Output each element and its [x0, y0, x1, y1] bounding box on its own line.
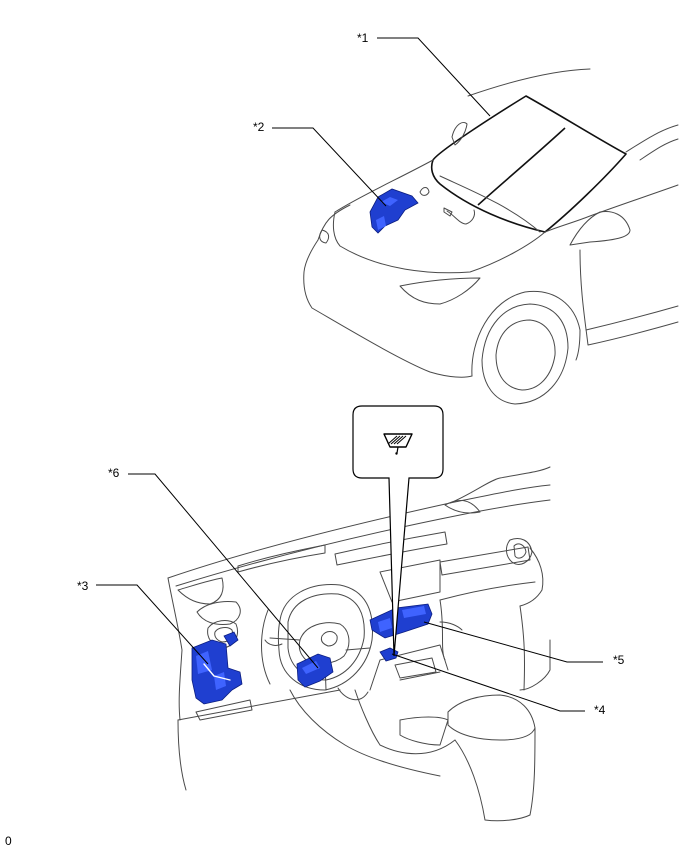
callout-label-5: *5: [613, 653, 625, 667]
windshield-wiper-washer-icon: [383, 433, 413, 455]
callout-label-4: *4: [594, 703, 606, 717]
washer-motor-part: [369, 188, 419, 234]
instrument-panel-view: [167, 466, 551, 822]
callout-label-2: *2: [253, 120, 265, 134]
callout-label-6: *6: [108, 466, 120, 480]
callout-label-1: *1: [357, 31, 369, 45]
air-conditioning-ecu-part: [369, 603, 433, 639]
leader-lines: [96, 37, 603, 712]
symbol-callout: [352, 405, 444, 657]
callout-label-3: *3: [77, 579, 89, 593]
vehicle-exterior-view: [303, 68, 679, 405]
figure-code: 0: [5, 834, 12, 848]
junction-block-part: [191, 631, 243, 705]
steering-ecu-part: [296, 653, 334, 688]
